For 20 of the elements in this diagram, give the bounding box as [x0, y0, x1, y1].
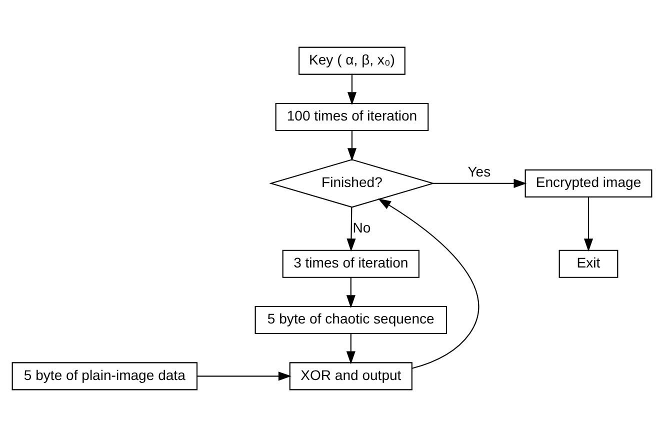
node-box: Key ( α, β, x₀) [298, 46, 406, 74]
arrow [433, 178, 527, 188]
node-box: 5 byte of plain-image data [12, 362, 198, 390]
arrow [347, 74, 357, 105]
arrow [346, 333, 356, 364]
arrow [346, 206, 356, 252]
edge-label: Yes [468, 162, 491, 179]
arrow [197, 371, 292, 380]
edge-label: No [352, 218, 371, 235]
node-box: 5 byte of chaotic sequence [254, 305, 448, 334]
node-box: Exit [558, 249, 618, 278]
node-diamond: Finished? [269, 158, 435, 208]
node-box: XOR and output [289, 362, 412, 390]
node-box: 3 times of iteration [282, 249, 420, 278]
node-box: 100 times of iteration [275, 102, 429, 131]
arrow [378, 198, 480, 368]
node-box: Encrypted image [524, 168, 652, 197]
arrow [347, 130, 357, 161]
arrow [346, 276, 356, 308]
arrow [584, 196, 594, 252]
